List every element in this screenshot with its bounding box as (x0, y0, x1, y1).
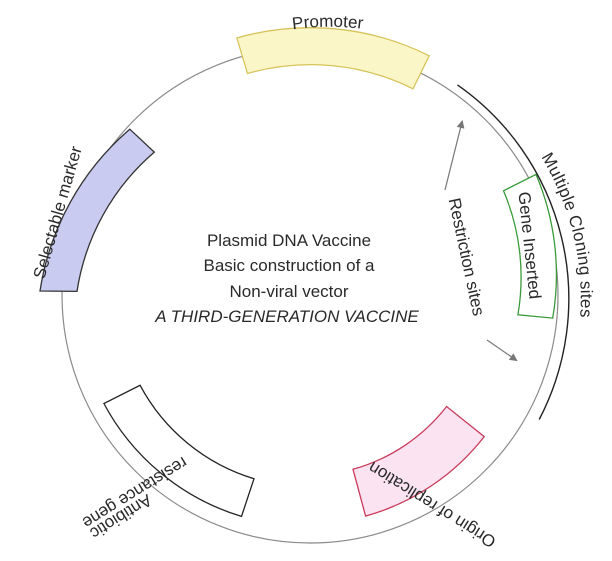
center-subtitle: Basic construction of a (203, 256, 375, 275)
restriction-sites-label: Restriction sites (445, 196, 489, 317)
restriction-arrow-upper (444, 120, 465, 191)
gene-inserted-segment (502, 173, 558, 319)
center-title: Plasmid DNA Vaccine (207, 231, 371, 250)
selectable-marker-segment (39, 128, 156, 293)
antibiotic-resistance-segment (103, 384, 255, 518)
center-vector-type: Non-viral vector (229, 282, 348, 301)
promoter-label: Promoter (291, 12, 365, 34)
multiple-cloning-sites-arc (457, 84, 570, 420)
antibiotic-label-line2: resistance gene (79, 453, 191, 533)
restriction-arrow-lower (486, 339, 518, 362)
center-generation: A THIRD-GENERATION VACCINE (154, 307, 419, 326)
promoter-segment (236, 27, 431, 90)
origin-of-replication-segment (352, 405, 486, 517)
